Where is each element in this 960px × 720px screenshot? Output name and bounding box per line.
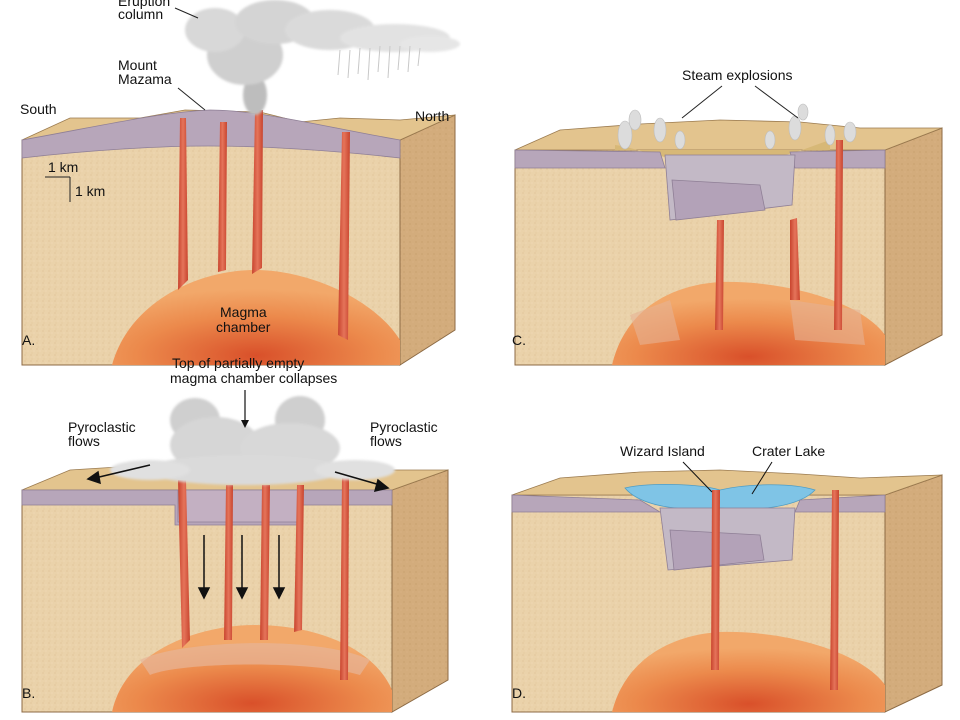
block-side-face bbox=[399, 114, 456, 366]
eruption-column-label-2: column bbox=[118, 6, 163, 22]
ash-cloud bbox=[110, 396, 395, 485]
pyroclastic-flow-arrows bbox=[86, 464, 390, 493]
mount-mazama-pointer bbox=[177, 87, 206, 111]
conduit bbox=[224, 485, 233, 640]
scale-horizontal-label: 1 km bbox=[48, 159, 78, 175]
scale-bar bbox=[45, 176, 71, 202]
collapsed-block bbox=[671, 179, 766, 221]
volcano-cap-layer bbox=[511, 494, 662, 513]
panel-letter-d: D. bbox=[512, 685, 526, 701]
panel-a: Eruption column Mount Mazama South North… bbox=[20, 0, 460, 366]
steam-explosions-pointer bbox=[681, 85, 723, 119]
eruption-column-pointer bbox=[174, 7, 199, 19]
wizard-island-label: Wizard Island bbox=[620, 443, 705, 459]
steam-explosions-label: Steam explosions bbox=[682, 67, 793, 83]
steam-plumes bbox=[617, 103, 857, 150]
mount-mazama-label-2: Mazama bbox=[118, 71, 172, 87]
panel-letter-b: B. bbox=[22, 685, 35, 701]
collapse-pointer-head bbox=[241, 420, 249, 428]
conduit bbox=[338, 132, 350, 340]
subsidence-arrows bbox=[197, 535, 286, 600]
pyroclastic-flows-right-label: Pyroclastic bbox=[370, 419, 438, 435]
conduit bbox=[715, 220, 724, 330]
magma-chamber-label: Magma bbox=[220, 304, 267, 320]
chamber-void bbox=[140, 643, 370, 675]
magma-chamber bbox=[612, 281, 885, 365]
north-label: North bbox=[415, 108, 449, 124]
magma-chamber bbox=[612, 631, 885, 712]
conduit bbox=[830, 490, 839, 690]
eruption-column-label: Eruption bbox=[118, 0, 170, 9]
volcano-cap-layer bbox=[21, 109, 401, 159]
crater-lake-pointer bbox=[751, 461, 773, 495]
conduit bbox=[218, 122, 227, 272]
panel-b: Top of partially empty magma chamber col… bbox=[21, 355, 449, 713]
ash-fall-streaks bbox=[337, 45, 421, 81]
collapsing-block bbox=[177, 489, 299, 523]
conduit bbox=[834, 140, 843, 330]
collapsed-rock-fragments bbox=[630, 300, 680, 345]
scale-vertical-label: 1 km bbox=[75, 183, 105, 199]
conduit bbox=[340, 478, 349, 680]
conduit bbox=[178, 480, 190, 648]
eruption-column-cloud bbox=[185, 0, 460, 115]
pyroclastic-flows-right-label-2: flows bbox=[370, 433, 402, 449]
conduit bbox=[252, 110, 263, 274]
crater-lake-label: Crater Lake bbox=[752, 443, 825, 459]
panel-letter-c: C. bbox=[512, 332, 526, 348]
block-side-face bbox=[884, 127, 943, 366]
magma-chamber-label-2: chamber bbox=[216, 319, 271, 335]
panel-c: Steam explosions C. bbox=[512, 67, 943, 366]
conduit bbox=[260, 485, 270, 640]
wizard-island-pointer bbox=[682, 461, 713, 493]
pyroclastic-flows-left-label-2: flows bbox=[68, 433, 100, 449]
panel-letter-a: A. bbox=[22, 332, 35, 348]
block-top-surface bbox=[511, 469, 943, 496]
volcano-cap-layer bbox=[514, 149, 666, 169]
block-side-face bbox=[884, 474, 943, 713]
south-label: South bbox=[20, 101, 57, 117]
block-side-face bbox=[391, 469, 449, 713]
steam-explosions-pointer bbox=[754, 85, 799, 119]
conduit bbox=[294, 485, 304, 632]
volcano-cap-layer bbox=[794, 494, 886, 513]
collapse-label: Top of partially empty bbox=[172, 355, 304, 371]
conduit bbox=[711, 490, 720, 670]
block-top-surface bbox=[514, 119, 943, 151]
panel-d: Wizard Island Crater Lake D. bbox=[511, 443, 943, 713]
collapse-label-2: magma chamber collapses bbox=[170, 370, 337, 386]
conduit bbox=[178, 118, 188, 290]
pyroclastic-flows-left-label: Pyroclastic bbox=[68, 419, 136, 435]
magma-chamber bbox=[112, 270, 400, 365]
conduit bbox=[790, 218, 800, 300]
mount-mazama-label: Mount bbox=[118, 57, 157, 73]
collapsed-rock-fragments bbox=[790, 300, 865, 345]
